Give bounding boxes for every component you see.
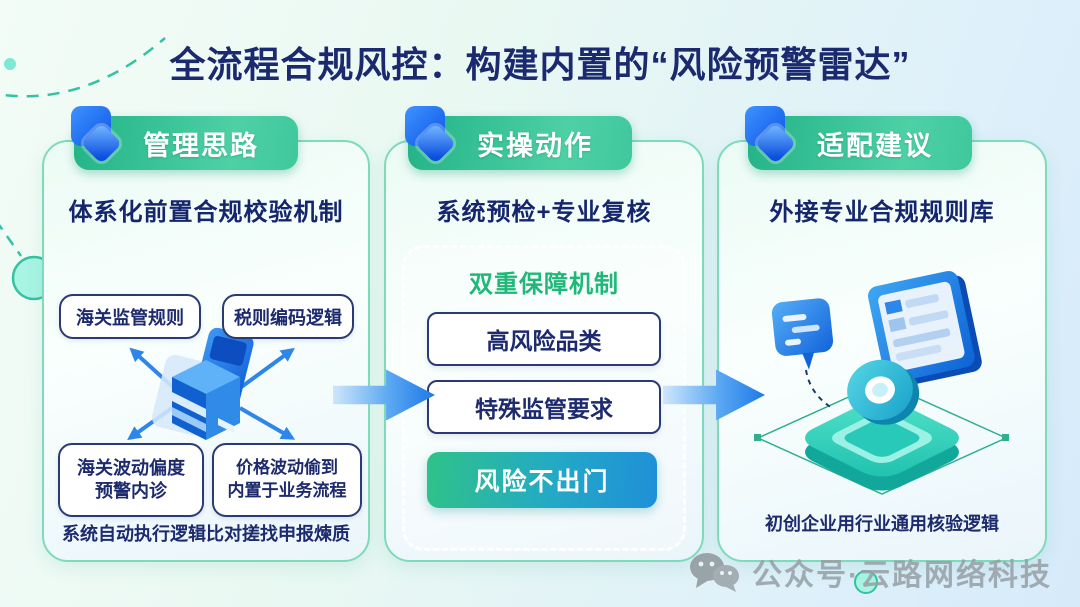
card1-subtitle: 体系化前置合规校验机制	[68, 199, 344, 226]
rule-box-customs-supervision: 海关监管规则	[59, 294, 201, 339]
adaptation-card: 外接专业合规规则库	[717, 140, 1047, 562]
management-card: 体系化前置合规校验机制 海关监管规则 税则编码逻辑 海关波动偏度 预警内诊 价格…	[42, 140, 370, 562]
monitor-icon	[868, 271, 982, 387]
radiating-arrows	[127, 347, 296, 441]
panel-title: 双重保障机制	[469, 271, 619, 298]
monitor-ring-chat-illustration	[754, 271, 1009, 495]
risk-stays-in-button: 风险不出门	[427, 452, 657, 508]
dot-decoration	[4, 58, 16, 70]
wechat-icon	[690, 553, 739, 592]
card3-caption: 初创企业用行业通用核验逻辑	[765, 514, 999, 534]
item-high-risk-category: 高风险品类	[427, 312, 661, 366]
item-special-supervision: 特殊监管要求	[427, 380, 661, 434]
card3-subtitle: 外接专业合规规则库	[769, 199, 995, 226]
chat-bubble-icon	[771, 298, 834, 370]
badge-management: 管理思路	[71, 106, 298, 170]
badge-adaptation: 适配建议	[745, 106, 972, 170]
badge-operation: 实操动作	[405, 106, 632, 170]
circle-decoration	[854, 570, 878, 594]
watermark: 公众号·云路网络科技	[688, 550, 1052, 594]
card2-subtitle: 系统预检+专业复核	[436, 199, 652, 226]
rule-box-fluctuation-warning: 海关波动偏度 预警内诊	[58, 443, 204, 517]
dual-guarantee-panel: 双重保障机制 高风险品类 特殊监管要求 风险不出门	[402, 245, 686, 551]
operation-card: 系统预检+专业复核 双重保障机制 高风险品类 特殊监管要求 风险不出门	[384, 140, 704, 562]
watermark-text: 公众号·云路网络科技	[752, 559, 1052, 592]
rule-box-price-fluctuation: 价格波动偷到 内置于业务流程	[212, 443, 362, 517]
rule-box-tariff-coding: 税则编码逻辑	[222, 294, 354, 339]
card1-caption: 系统自动执行逻辑比对搓找申报煉质	[62, 524, 350, 544]
platform-icon	[805, 399, 959, 491]
page-title: 全流程合规风控：构建内置的“风险预警雷达”	[169, 44, 911, 85]
platform-outline	[754, 381, 1009, 495]
ring-icon	[847, 359, 920, 425]
